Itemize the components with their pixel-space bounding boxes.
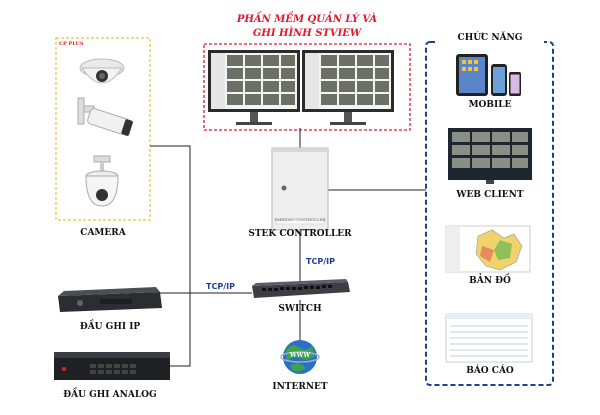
monitor-left: [208, 50, 300, 125]
controller-label: STEK CONTROLLER: [248, 229, 352, 239]
camera-label: CAMERA: [80, 228, 126, 238]
map-icon: [445, 225, 531, 273]
software-title-line1: PHẦN MỀM QUẢN LÝ VÀ: [236, 14, 378, 25]
camera-group-frame: [55, 37, 151, 221]
globe-text: WWW: [289, 352, 311, 359]
ptz-camera-icon: [85, 155, 119, 207]
tcp-ip-label-left: TCP/IP: [206, 282, 235, 291]
report-icon: [445, 313, 533, 363]
camera-to-analog-line: [150, 145, 191, 367]
ip-recorder-label: ĐẦU GHI IP: [79, 322, 141, 332]
internet-globe-icon: [280, 340, 320, 374]
feature-label-map: BẢN ĐỒ: [469, 276, 511, 286]
camera-brand-logo: CP PLUS: [59, 41, 84, 47]
mobile-devices-icon: [456, 54, 521, 96]
analog-recorder-label: ĐẦU GHI ANALOG: [63, 390, 157, 400]
switch-label: SWITCH: [278, 304, 322, 314]
web-client-screen-icon: [448, 128, 532, 184]
dome-camera-icon: [79, 58, 125, 84]
bullet-camera-icon: [77, 97, 133, 136]
controller-box-icon: [271, 147, 329, 231]
controller-panel-text: PARKING CONTROLLER: [274, 217, 326, 222]
feature-label-mobile: MOBILE: [468, 100, 512, 110]
analog-recorder-icon: [54, 352, 170, 380]
feature-label-web-client: WEB CLIENT: [456, 190, 524, 200]
network-switch-icon: [252, 279, 350, 298]
software-title-line2: GHI HÌNH STVIEW: [252, 28, 362, 39]
tcp-ip-label-top: TCP/IP: [306, 257, 335, 266]
features-title: CHỨC NĂNG: [436, 33, 544, 43]
connection-lines: [150, 128, 426, 367]
internet-label: INTERNET: [272, 382, 328, 392]
ip-recorder-icon: [58, 287, 162, 312]
feature-label-report: BÁO CÁO: [466, 366, 514, 376]
monitor-right: [302, 50, 394, 125]
software-frame: [203, 43, 411, 131]
